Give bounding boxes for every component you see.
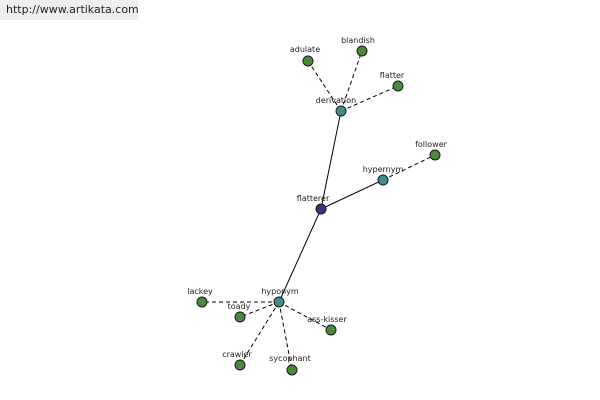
url-text: http://www.artikata.com [6,3,139,16]
url-banner: http://www.artikata.com [0,0,139,20]
label-leaf-ass-kisser: ass-kisser [307,315,347,324]
edge-hyponym-crawler [239,301,280,366]
edge-derivation-adulate [307,60,342,112]
node-leaf-follower[interactable] [429,149,441,161]
label-relation-hypernym: hypernym [363,165,404,174]
edge-center-hypernym [320,179,384,210]
node-relation-derivation[interactable] [335,105,347,117]
node-leaf-ass-kisser[interactable] [325,324,337,336]
edge-center-hyponym [278,208,322,303]
edge-derivation-flatter [340,85,399,112]
node-leaf-toady[interactable] [234,311,246,323]
label-leaf-follower: follower [415,140,448,149]
edge-hyponym-sycophant [278,301,293,371]
graph-labels: flatterer derivation adulate blandish flatte… [187,36,447,363]
label-center-flatterer: flatterer [297,194,330,203]
label-leaf-crawler: crawler [222,350,252,359]
edge-hyponym-ass-kisser [278,301,332,331]
label-leaf-toady: toady [228,302,251,311]
label-leaf-sycophant: sycophant [269,354,310,363]
label-leaf-lackey: lackey [187,287,213,296]
label-relation-hyponym: hyponym [261,287,299,296]
graph-edges [202,50,436,371]
node-center-flatterer[interactable] [315,203,327,215]
edge-derivation-blandish [340,50,363,112]
node-leaf-crawler[interactable] [234,359,246,371]
edge-hypernym-follower [382,154,436,181]
label-relation-derivation: derivation [316,96,356,105]
node-leaf-adulate[interactable] [302,55,314,67]
node-relation-hypernym[interactable] [377,174,389,186]
node-leaf-lackey[interactable] [196,296,208,308]
label-leaf-flatter: flatter [380,71,405,80]
node-leaf-flatter[interactable] [392,80,404,92]
node-leaf-sycophant[interactable] [286,364,298,376]
label-leaf-blandish: blandish [341,36,375,45]
label-leaf-adulate: adulate [290,45,320,54]
graph-nodes [196,45,441,376]
node-relation-hyponym[interactable] [273,296,285,308]
node-leaf-blandish[interactable] [356,45,368,57]
edge-center-derivation [320,110,342,210]
